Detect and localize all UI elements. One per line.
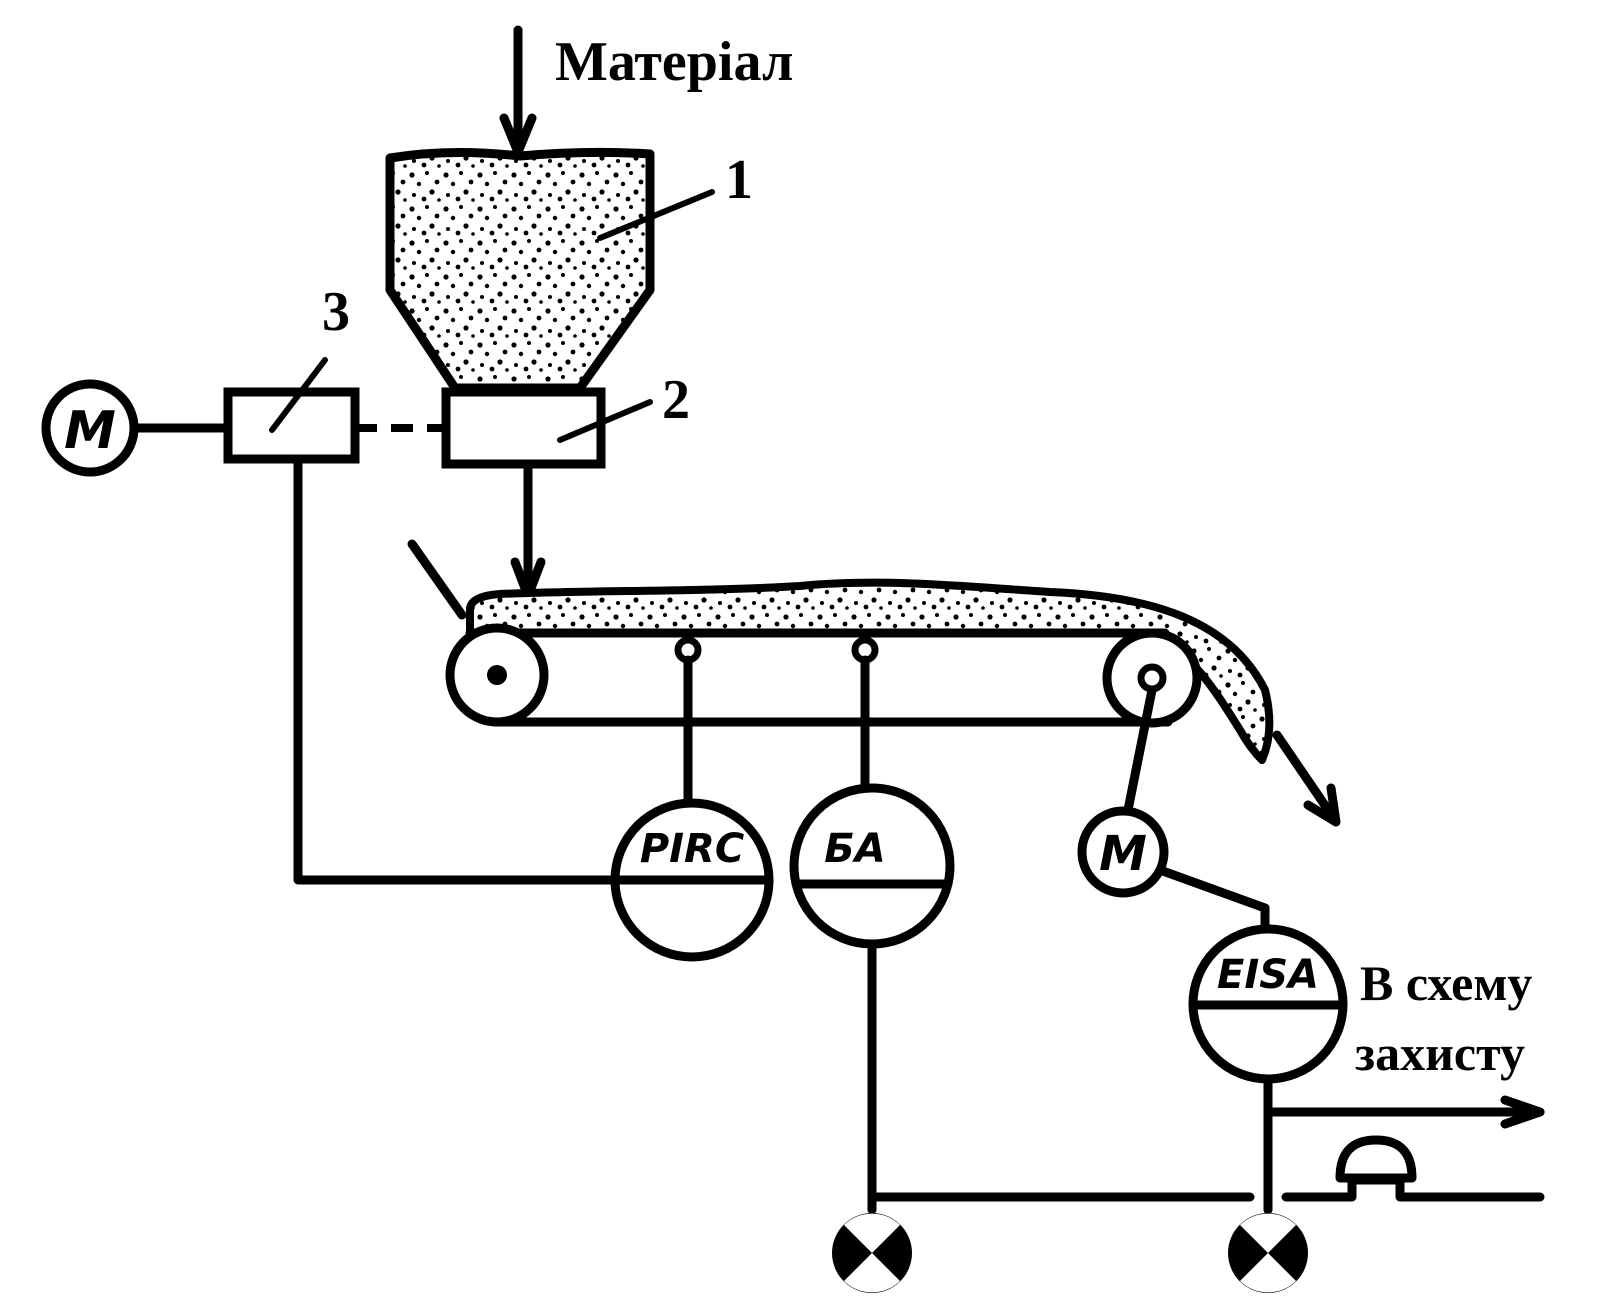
motor-right-label: M xyxy=(1099,826,1147,882)
svg-text:1: 1 xyxy=(725,149,753,211)
ba-instrument: БА xyxy=(789,783,955,949)
motor-right: M xyxy=(1077,806,1169,898)
material-inlet-arrow xyxy=(499,25,537,157)
material-label: Матеріал xyxy=(555,31,793,93)
eisa-label: EISA xyxy=(1217,952,1319,998)
protection-label-line1: В схему xyxy=(1360,955,1532,1011)
signal-lamp-left xyxy=(832,1213,912,1293)
belt-scraper xyxy=(407,539,467,620)
hopper-callout: 1 xyxy=(597,149,753,241)
signal-lamp-right xyxy=(1228,1213,1308,1293)
discharge-arrow xyxy=(1272,730,1341,827)
svg-text:3: 3 xyxy=(322,281,350,343)
load-sensor-1 xyxy=(674,636,702,813)
alarm-bus-line xyxy=(867,1175,1545,1202)
feeder-box xyxy=(441,387,606,469)
horn-icon xyxy=(1335,1135,1417,1183)
motor-left: M xyxy=(41,379,139,477)
feeder-callout: 2 xyxy=(557,369,690,443)
tail-pulley xyxy=(1102,628,1202,728)
pirc-label: PIRC xyxy=(640,826,744,872)
protection-output-arrow xyxy=(1263,1074,1545,1129)
speed-sensor-link xyxy=(1123,685,1157,815)
svg-text:2: 2 xyxy=(662,369,690,431)
ba-label: БА xyxy=(824,826,885,872)
protection-label-line2: захисту xyxy=(1355,1025,1525,1081)
drive-pulley xyxy=(445,623,549,727)
pirc-to-regulator-line xyxy=(293,454,622,885)
motor-left-label: M xyxy=(64,401,116,461)
load-sensor-2 xyxy=(851,636,879,795)
regulator-callout: 3 xyxy=(269,281,350,433)
feed-arrow xyxy=(510,459,546,601)
hopper xyxy=(385,147,655,393)
belt-material-layer xyxy=(466,578,1274,764)
eisa-instrument: EISA xyxy=(1188,924,1348,1084)
pirc-instrument: PIRC xyxy=(610,798,774,962)
